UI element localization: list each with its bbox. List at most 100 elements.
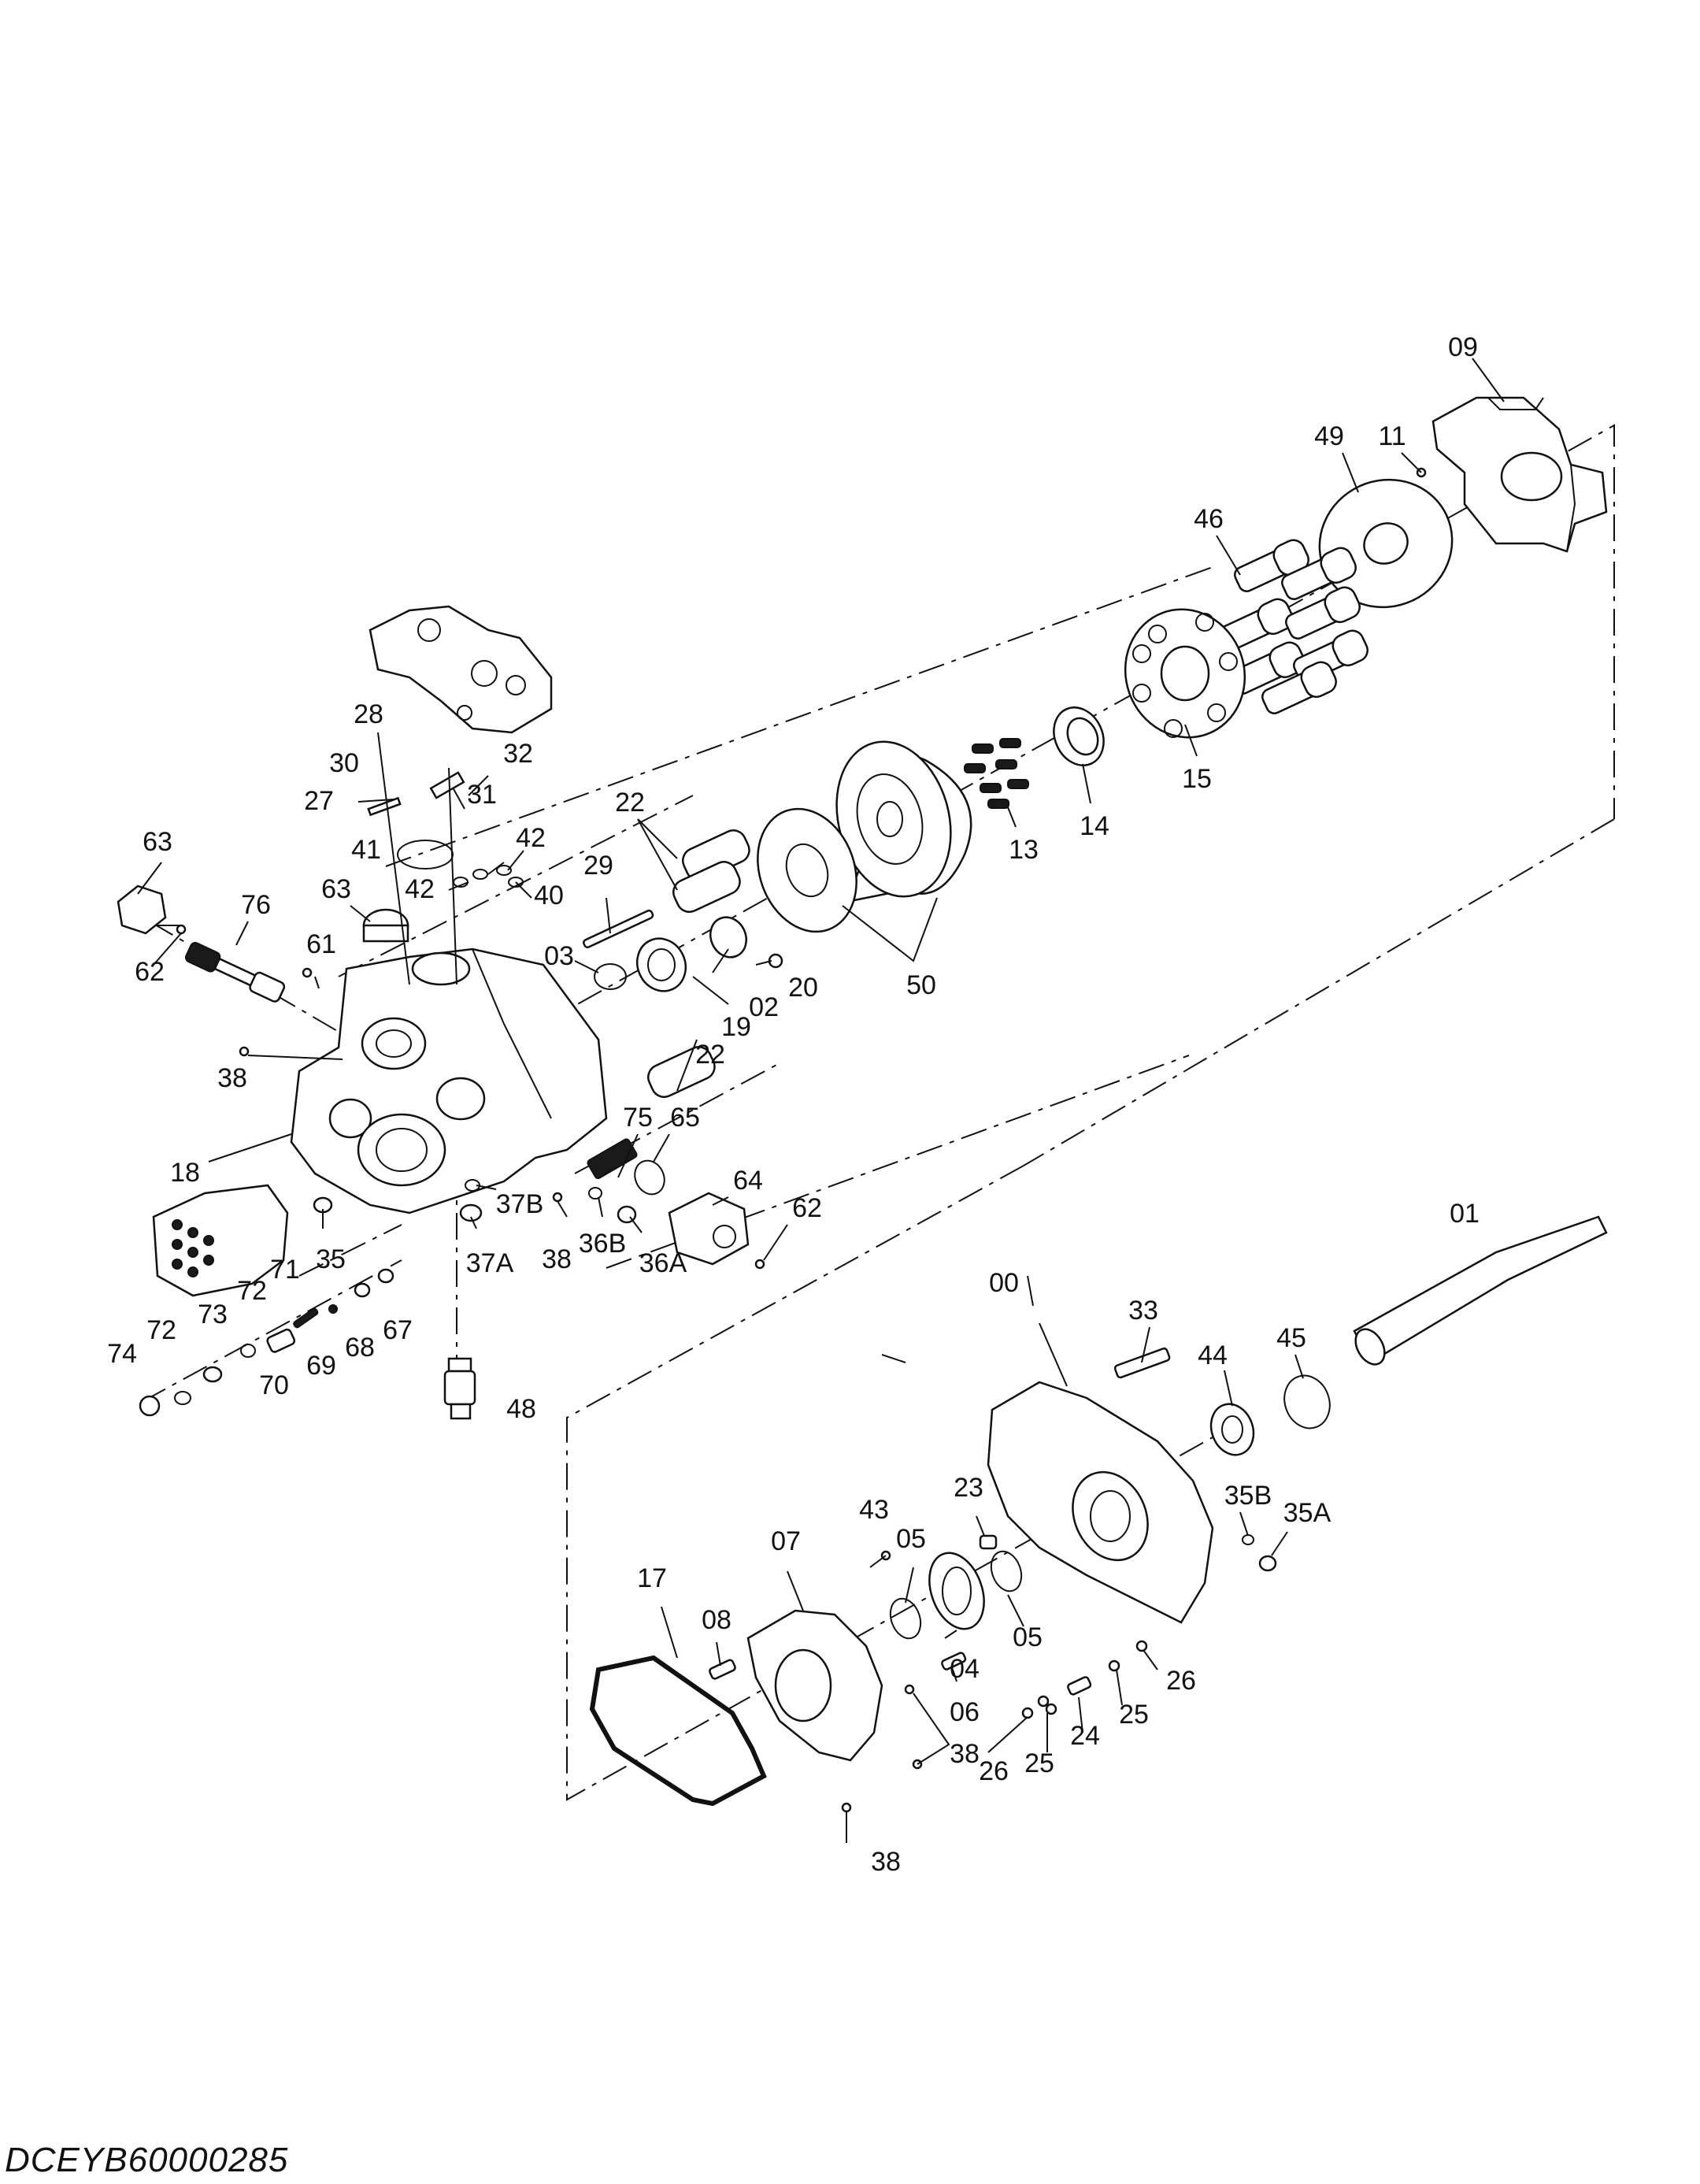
callout-75: 75 [623, 1103, 653, 1133]
callout-20: 20 [788, 973, 818, 1003]
callout-43: 43 [859, 1495, 889, 1525]
callout-64: 64 [733, 1166, 763, 1196]
part-64-plug [668, 1192, 750, 1266]
callout-37B: 37B [496, 1189, 544, 1219]
callout-61: 61 [306, 929, 336, 959]
callout-25-right: 25 [1119, 1700, 1149, 1730]
gear-pump [152, 1184, 289, 1297]
callout-25-left: 25 [1024, 1748, 1054, 1778]
callout-62-left: 62 [135, 957, 165, 987]
callout-28: 28 [354, 699, 383, 729]
part-46-pistons [1218, 539, 1369, 714]
part-63-plug-upper [362, 908, 409, 943]
part-37-fittings [459, 1179, 483, 1222]
part-14-spherical-bushing [1053, 706, 1105, 766]
part-33-bolt [1113, 1347, 1171, 1379]
callout-19: 19 [721, 1012, 751, 1042]
part-07-end-cover [746, 1609, 923, 1770]
callout-71: 71 [270, 1255, 300, 1285]
part-02-bushing [709, 916, 748, 959]
part-05-rings [889, 1550, 1023, 1640]
callout-76: 76 [241, 890, 271, 920]
callout-44: 44 [1198, 1340, 1228, 1370]
callout-35: 35 [316, 1244, 346, 1274]
callout-40: 40 [534, 881, 564, 910]
callout-22-lower: 22 [695, 1040, 725, 1070]
callout-00: 00 [989, 1268, 1019, 1298]
part-04-bearing [928, 1552, 985, 1630]
callout-38-right: 38 [950, 1739, 980, 1769]
regulator-assembly [369, 605, 553, 734]
callout-27: 27 [304, 786, 334, 816]
callout-63-left: 63 [143, 827, 172, 857]
part-30-pin [367, 796, 402, 817]
callout-01: 01 [1450, 1199, 1480, 1229]
part-29-rod [583, 909, 654, 948]
callout-05-left: 05 [896, 1524, 926, 1554]
callout-04: 04 [950, 1654, 980, 1684]
part-41-o-ring [397, 840, 454, 870]
part-44-seal [1209, 1403, 1255, 1456]
callout-72-right: 72 [237, 1276, 267, 1306]
callout-29: 29 [583, 851, 613, 881]
part-38-lower [841, 1802, 852, 1813]
part-76-valve [184, 941, 286, 1003]
callout-18: 18 [170, 1158, 200, 1188]
callout-13: 13 [1009, 835, 1039, 865]
callout-63-upper: 63 [321, 874, 351, 904]
callout-50: 50 [906, 970, 936, 1000]
part-15-retainer-plate [1124, 608, 1246, 739]
callout-35A: 35A [1283, 1498, 1331, 1528]
part-65-o-ring [634, 1159, 665, 1196]
part-22-sleeve-lower [647, 1046, 716, 1099]
part-75-spring [587, 1138, 638, 1180]
callout-labels: 09 49 11 46 15 14 13 50 22 22 02 20 19 0… [107, 332, 1480, 1877]
part-50-cylinder-block [835, 740, 972, 903]
callout-38-left: 38 [217, 1063, 247, 1093]
callout-03: 03 [544, 941, 574, 971]
callout-68: 68 [345, 1333, 375, 1363]
callout-02: 02 [749, 992, 779, 1022]
callout-35B: 35B [1224, 1481, 1272, 1511]
part-28-link [429, 771, 465, 799]
callout-67: 67 [383, 1315, 413, 1345]
callout-41: 41 [351, 835, 381, 865]
part-09-swash-plate [1431, 396, 1608, 553]
drawing-code: DCEYB60000285 [5, 2141, 289, 2179]
part-22-sleeves-upper [672, 829, 750, 914]
callout-22-upper: 22 [615, 788, 645, 818]
part-48-sensor [443, 1357, 476, 1420]
part-00-cover [987, 1381, 1214, 1624]
callout-09: 09 [1448, 332, 1478, 362]
callout-33: 33 [1128, 1296, 1158, 1326]
callout-42-lower: 42 [405, 874, 435, 904]
callout-49: 49 [1314, 421, 1344, 451]
part-13-springs [964, 738, 1029, 809]
valve-plate [757, 807, 857, 933]
part-06-pin [941, 1652, 967, 1670]
callout-73: 73 [198, 1300, 228, 1329]
part-01-shaft [1353, 1215, 1608, 1366]
callout-70: 70 [259, 1370, 289, 1400]
part-45-snap-ring [1283, 1374, 1331, 1429]
callout-11: 11 [1378, 421, 1406, 451]
callout-65: 65 [670, 1103, 700, 1133]
callout-05-right: 05 [1013, 1622, 1043, 1652]
callout-38-mid: 38 [542, 1244, 572, 1274]
part-62-small [754, 1259, 765, 1270]
callout-17: 17 [637, 1563, 667, 1593]
callout-23: 23 [954, 1473, 983, 1503]
callout-31: 31 [467, 780, 497, 810]
part-23-pin [979, 1534, 998, 1550]
callout-06: 06 [950, 1697, 980, 1727]
callout-14: 14 [1080, 811, 1109, 841]
callout-69: 69 [306, 1351, 336, 1381]
part-17-gasket [589, 1655, 767, 1807]
callout-15: 15 [1182, 764, 1212, 794]
part-24-26-fittings [1021, 1640, 1148, 1719]
leader-lines [137, 358, 1505, 1843]
callout-45: 45 [1276, 1323, 1306, 1353]
part-63-plug-left [117, 884, 167, 935]
callout-24: 24 [1070, 1721, 1100, 1751]
